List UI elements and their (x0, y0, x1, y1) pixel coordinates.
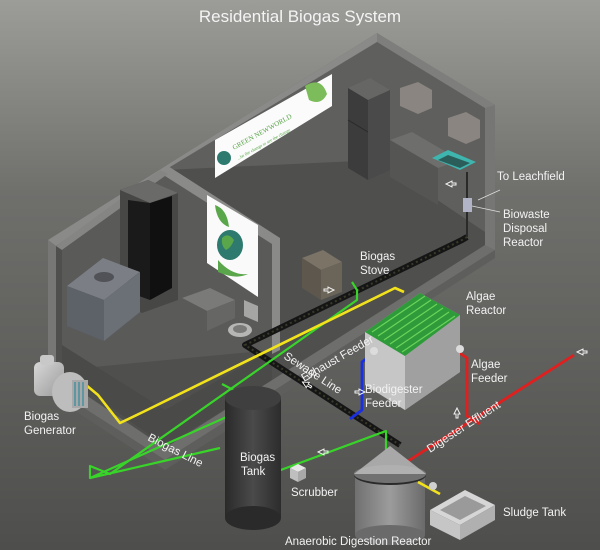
kitchen (347, 78, 480, 237)
label-generator-1: Biogas (24, 411, 59, 423)
label-generator-2: Generator (24, 425, 76, 437)
arrow-biodigester-icon (354, 388, 367, 396)
label-biowaste-3: Reactor (503, 237, 543, 249)
biogas-line-reactor (269, 429, 388, 476)
flow-arrows (301, 180, 588, 456)
arrow-to-leachfield-icon (444, 180, 457, 188)
label-anaerobic-reactor: Anaerobic Digestion Reactor (285, 536, 432, 548)
label-algae-feeder-2: Feeder (471, 373, 508, 385)
arrow-sewage-icon (301, 381, 313, 389)
biogas-tank (225, 386, 281, 530)
earth-poster (207, 195, 258, 297)
exhaust-feeder-line (79, 286, 405, 425)
label-tank-2: Tank (241, 466, 266, 478)
label-biodigester-feeder-2: Feeder (365, 398, 402, 410)
algae-reactor (365, 293, 464, 410)
sludge-valve-icon (429, 482, 437, 490)
diagram-title: Residential Biogas System (199, 7, 401, 26)
scrubber (290, 464, 306, 482)
label-scrubber: Scrubber (291, 487, 338, 499)
arrow-biogas-return-icon (316, 448, 329, 456)
anaerobic-digestion-reactor (354, 446, 426, 545)
biogas-line-to-tank (89, 446, 221, 480)
bathroom-vanity (67, 258, 140, 341)
biowaste-disposal-reactor (463, 198, 472, 212)
biogas-generator (34, 355, 88, 412)
label-algae-reactor-2: Reactor (466, 305, 506, 317)
label-stove-2: Stove (360, 265, 389, 277)
label-biodigester-feeder-1: Biodigester (365, 384, 423, 396)
label-algae-feeder-1: Algae (471, 359, 500, 371)
label-stove-1: Biogas (360, 251, 395, 263)
label-sludge-tank: Sludge Tank (503, 507, 566, 519)
sludge-pipe (417, 480, 441, 496)
label-biowaste-1: Biowaste (503, 209, 550, 221)
arrow-effluent-out-icon (575, 348, 588, 356)
arrow-exhaust-icon (323, 286, 336, 294)
label-to-leachfield: To Leachfield (497, 171, 565, 183)
digester-effluent-line (404, 353, 575, 465)
label-tank-1: Biogas (240, 452, 275, 464)
sludge-tank (430, 490, 495, 540)
label-algae-reactor-1: Algae (466, 291, 495, 303)
label-biowaste-2: Disposal (503, 223, 547, 235)
arrow-algae-feeder-icon (453, 406, 461, 419)
toilet (182, 288, 258, 337)
